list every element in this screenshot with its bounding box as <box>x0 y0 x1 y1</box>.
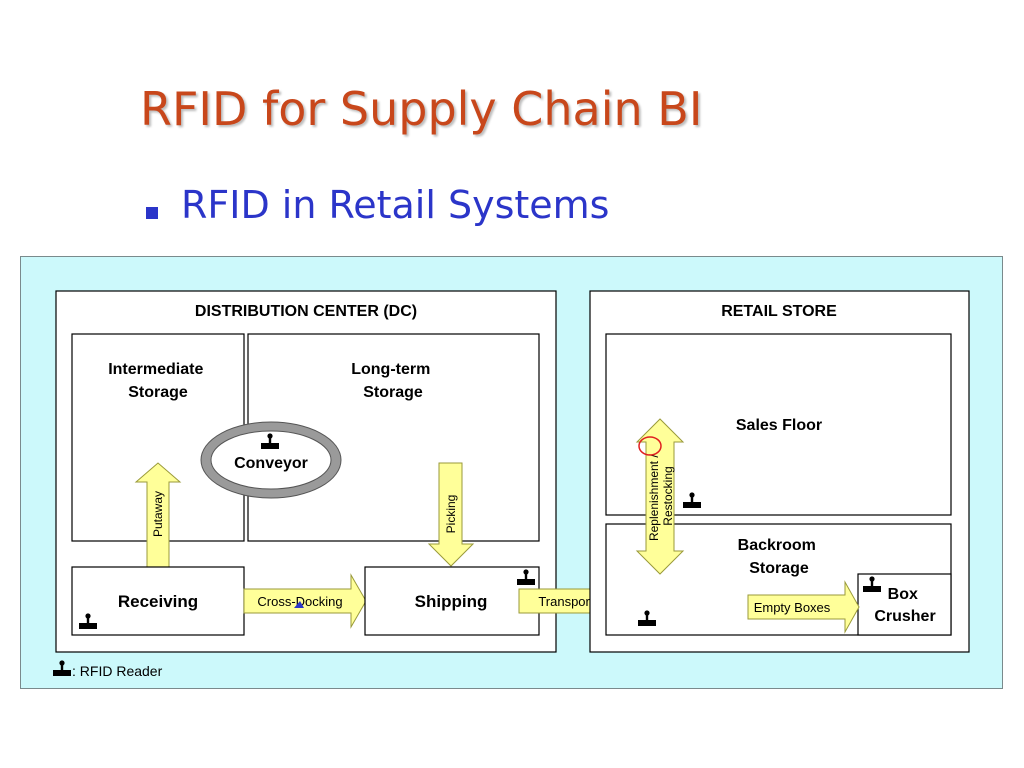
conveyor-label: Conveyor <box>234 455 308 472</box>
box-crusher-box <box>857 573 952 636</box>
receiving-label: Receiving <box>118 592 198 611</box>
bullet-marker <box>146 207 158 219</box>
putaway-label: Putaway <box>151 491 165 537</box>
slide-subtitle: RFID in Retail Systems <box>181 183 610 227</box>
box-crusher-label: Box Crusher <box>874 586 935 625</box>
picking-arrow <box>427 462 475 567</box>
slide-title: RFID for Supply Chain BI <box>140 82 703 136</box>
legend-label: : RFID Reader <box>72 663 163 679</box>
reader-mark-icon <box>294 601 304 608</box>
intermediate-storage-label: Intermediate Storage <box>108 361 208 401</box>
shipping-box <box>364 566 540 636</box>
putaway-arrow <box>134 462 182 568</box>
shipping-label: Shipping <box>415 592 488 611</box>
backroom-storage-label: Backroom Storage <box>738 537 821 577</box>
sales-floor-label: Sales Floor <box>736 417 822 434</box>
empty-boxes-label: Empty Boxes <box>754 600 831 615</box>
rfid-diagram: DISTRIBUTION CENTER (DC) Intermediate St… <box>20 256 1003 689</box>
cross-docking-arrow <box>243 573 367 629</box>
long-term-storage-label: Long-term Storage <box>351 361 435 401</box>
replenishment-arrow <box>635 418 685 575</box>
empty-boxes-arrow <box>747 580 860 634</box>
conveyor-ring-inner <box>210 430 332 490</box>
replenishment-label: Replenishment / Restocking <box>647 451 675 541</box>
dc-heading: DISTRIBUTION CENTER (DC) <box>195 303 417 320</box>
annotation-circle <box>638 436 662 456</box>
picking-label: Picking <box>444 495 458 534</box>
retail-store-heading: RETAIL STORE <box>721 303 837 320</box>
